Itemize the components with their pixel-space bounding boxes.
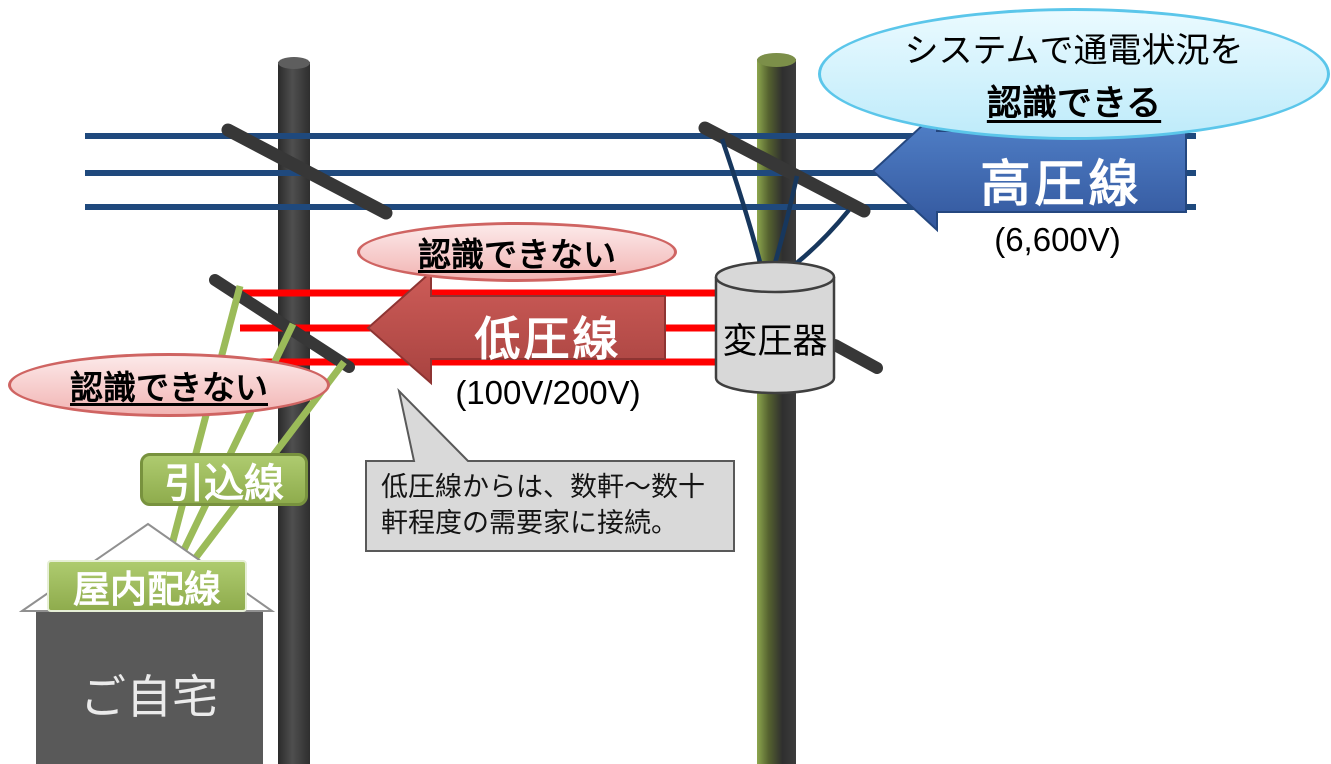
- indoor-wiring-label-box: 屋内配線: [47, 560, 247, 612]
- callout-text: 低圧線からは、数軒～数十 軒程度の需要家に接続。: [381, 469, 725, 542]
- home-label: ご自宅: [80, 671, 218, 723]
- transformer-body: [714, 277, 836, 395]
- transformer: [714, 260, 836, 395]
- cannot-recognize-upper-text: 認識できない: [418, 236, 616, 273]
- service-drop-line: [166, 285, 244, 553]
- high-voltage-value: (6,600V): [994, 221, 1121, 258]
- system-bubble-text: システムで通電状況を: [904, 31, 1244, 70]
- crossarm: [221, 123, 393, 220]
- callout-line1: 低圧線からは、数軒～数十: [381, 472, 705, 502]
- cannot-recognize-badge-upper: 認識できない: [357, 222, 677, 282]
- cannot-recognize-lower-text: 認識できない: [70, 369, 268, 406]
- callout-bubble: [365, 387, 735, 552]
- transformer-label: 変圧器: [722, 322, 828, 361]
- system-bubble-emphasis-text: 認識できる: [986, 83, 1162, 123]
- low-voltage-arrow-label: 低圧線: [474, 313, 622, 365]
- crossarm: [829, 339, 883, 374]
- indoor-wiring-label: 屋内配線: [73, 569, 221, 610]
- transformer-top: [714, 260, 836, 294]
- left-pole-cap: [278, 57, 310, 69]
- system-status-bubble: システムで通電状況を 認識できる: [818, 8, 1330, 140]
- callout-line2: 軒程度の需要家に接続。: [381, 508, 678, 539]
- high-voltage-arrow-label: 高圧線: [980, 156, 1143, 212]
- low-voltage-value: (100V/200V): [455, 374, 641, 411]
- crossarm: [698, 121, 871, 218]
- house-body: [36, 606, 263, 764]
- cannot-recognize-badge-lower: 認識できない: [8, 353, 330, 417]
- right-pole-cap: [757, 53, 796, 67]
- transformer-drop-line: [719, 138, 765, 271]
- service-drop-label-box: 引込線: [140, 453, 308, 506]
- service-drop-label: 引込線: [164, 461, 284, 506]
